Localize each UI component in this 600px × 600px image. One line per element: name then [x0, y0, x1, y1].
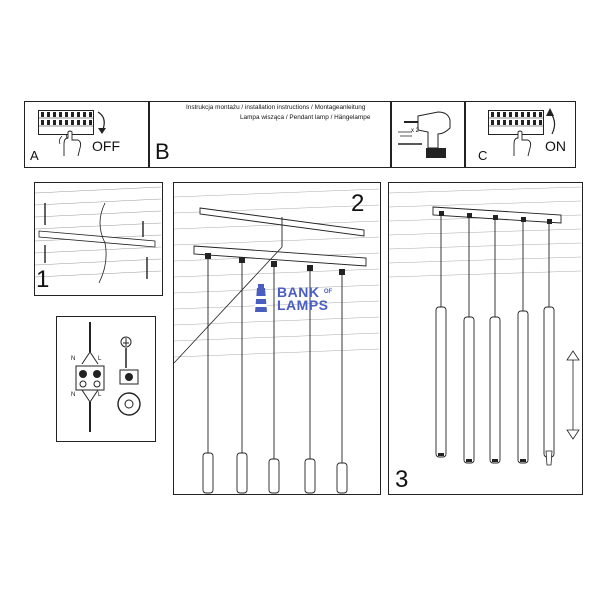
- wire-l-top: L: [98, 356, 102, 362]
- header-main-box: [148, 101, 392, 168]
- ceiling-canopy: [193, 245, 367, 267]
- drill-icon: [398, 111, 451, 158]
- step-c-box: [390, 101, 466, 168]
- step-a-off-label: OFF: [92, 138, 120, 154]
- pendant-lamp-assembled: [432, 206, 562, 466]
- wire-l-bottom: L: [98, 392, 102, 398]
- panel-step-3: [388, 182, 583, 495]
- step-a-letter: A: [30, 148, 39, 163]
- header-title-line2: Lampa wisząca / Pendant lamp / Hängelamp…: [240, 114, 371, 121]
- header-title-line1: Instrukcja montażu / installation instru…: [186, 104, 366, 111]
- terminal-block-icon: [75, 322, 105, 432]
- breaker-panel-icon: [488, 110, 544, 135]
- wire-n-bottom: N: [71, 392, 76, 398]
- step-c-on-label: ON: [545, 138, 566, 154]
- rotate-arrow-icon: [546, 108, 556, 135]
- step-b-letter: B: [155, 139, 170, 164]
- wiring-detail-box: [56, 316, 156, 442]
- wire-n-top: N: [71, 356, 76, 362]
- ground-connector-icon: [117, 336, 141, 416]
- hand-icon: [513, 130, 532, 157]
- bank-of-lamps-logo: BANK OF LAMPS: [249, 284, 332, 314]
- step-2-number: 2: [351, 190, 365, 217]
- breaker-panel-icon: [38, 110, 94, 145]
- logo-line2: LAMPS: [277, 297, 329, 313]
- step-c-letter: C: [478, 148, 488, 163]
- rotate-arrow-icon: [97, 111, 106, 134]
- logo-line1: BANK OF: [277, 284, 333, 300]
- step-3-number: 3: [395, 466, 409, 493]
- drill-count-label: x 2: [411, 128, 420, 134]
- step-c-switch-box: [464, 101, 576, 168]
- step-a-box: [24, 101, 150, 168]
- adjust-height-arrow-icon: [566, 350, 580, 440]
- lighthouse-icon: [255, 284, 267, 312]
- panel-step-2: [173, 182, 381, 495]
- step-1-number: 1: [36, 266, 50, 293]
- pendant-cables-step2: [173, 217, 348, 494]
- ceiling-hatching: [34, 186, 162, 284]
- hand-icon: [63, 130, 82, 157]
- panel-step-1: [34, 182, 163, 296]
